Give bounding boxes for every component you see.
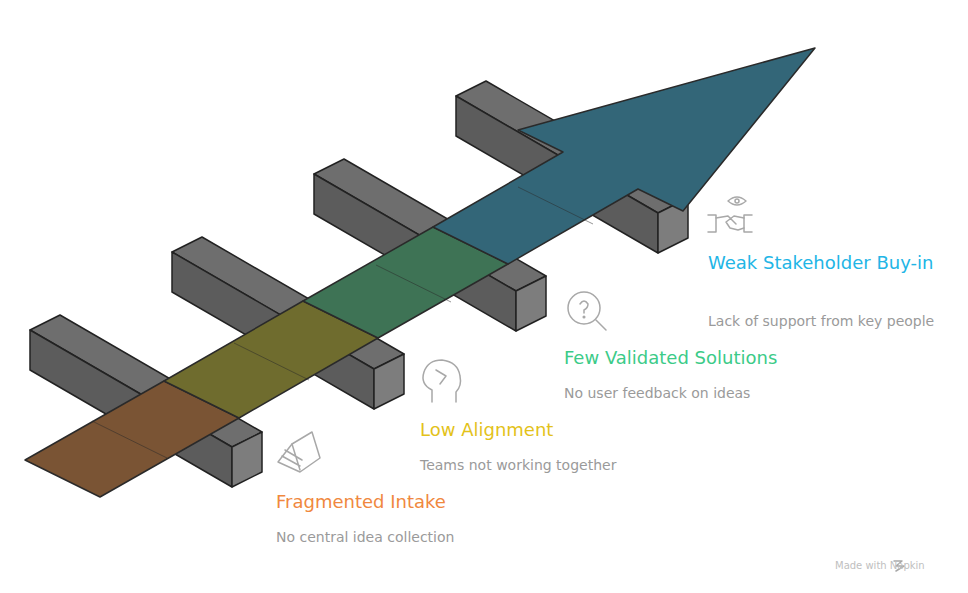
head-icon — [423, 360, 461, 402]
handshake-eye-icon — [708, 197, 752, 232]
search-head-icon — [568, 292, 606, 330]
stage-heading: Weak Stakeholder Buy-in — [708, 251, 948, 274]
stage-description: Lack of support from key people — [708, 312, 963, 330]
book-icon — [278, 432, 320, 472]
stage-description: No central idea collection — [276, 528, 536, 546]
stage-heading: Few Validated Solutions — [564, 346, 864, 369]
stage-description: No user feedback on ideas — [564, 384, 864, 402]
stage-description: Teams not working together — [420, 456, 680, 474]
stage-heading: Fragmented Intake — [276, 490, 536, 513]
arrow-head — [433, 48, 815, 264]
stage-heading: Low Alignment — [420, 418, 680, 441]
watermark: Made with Napkin — [835, 559, 925, 572]
ribbon-fold — [92, 187, 593, 458]
